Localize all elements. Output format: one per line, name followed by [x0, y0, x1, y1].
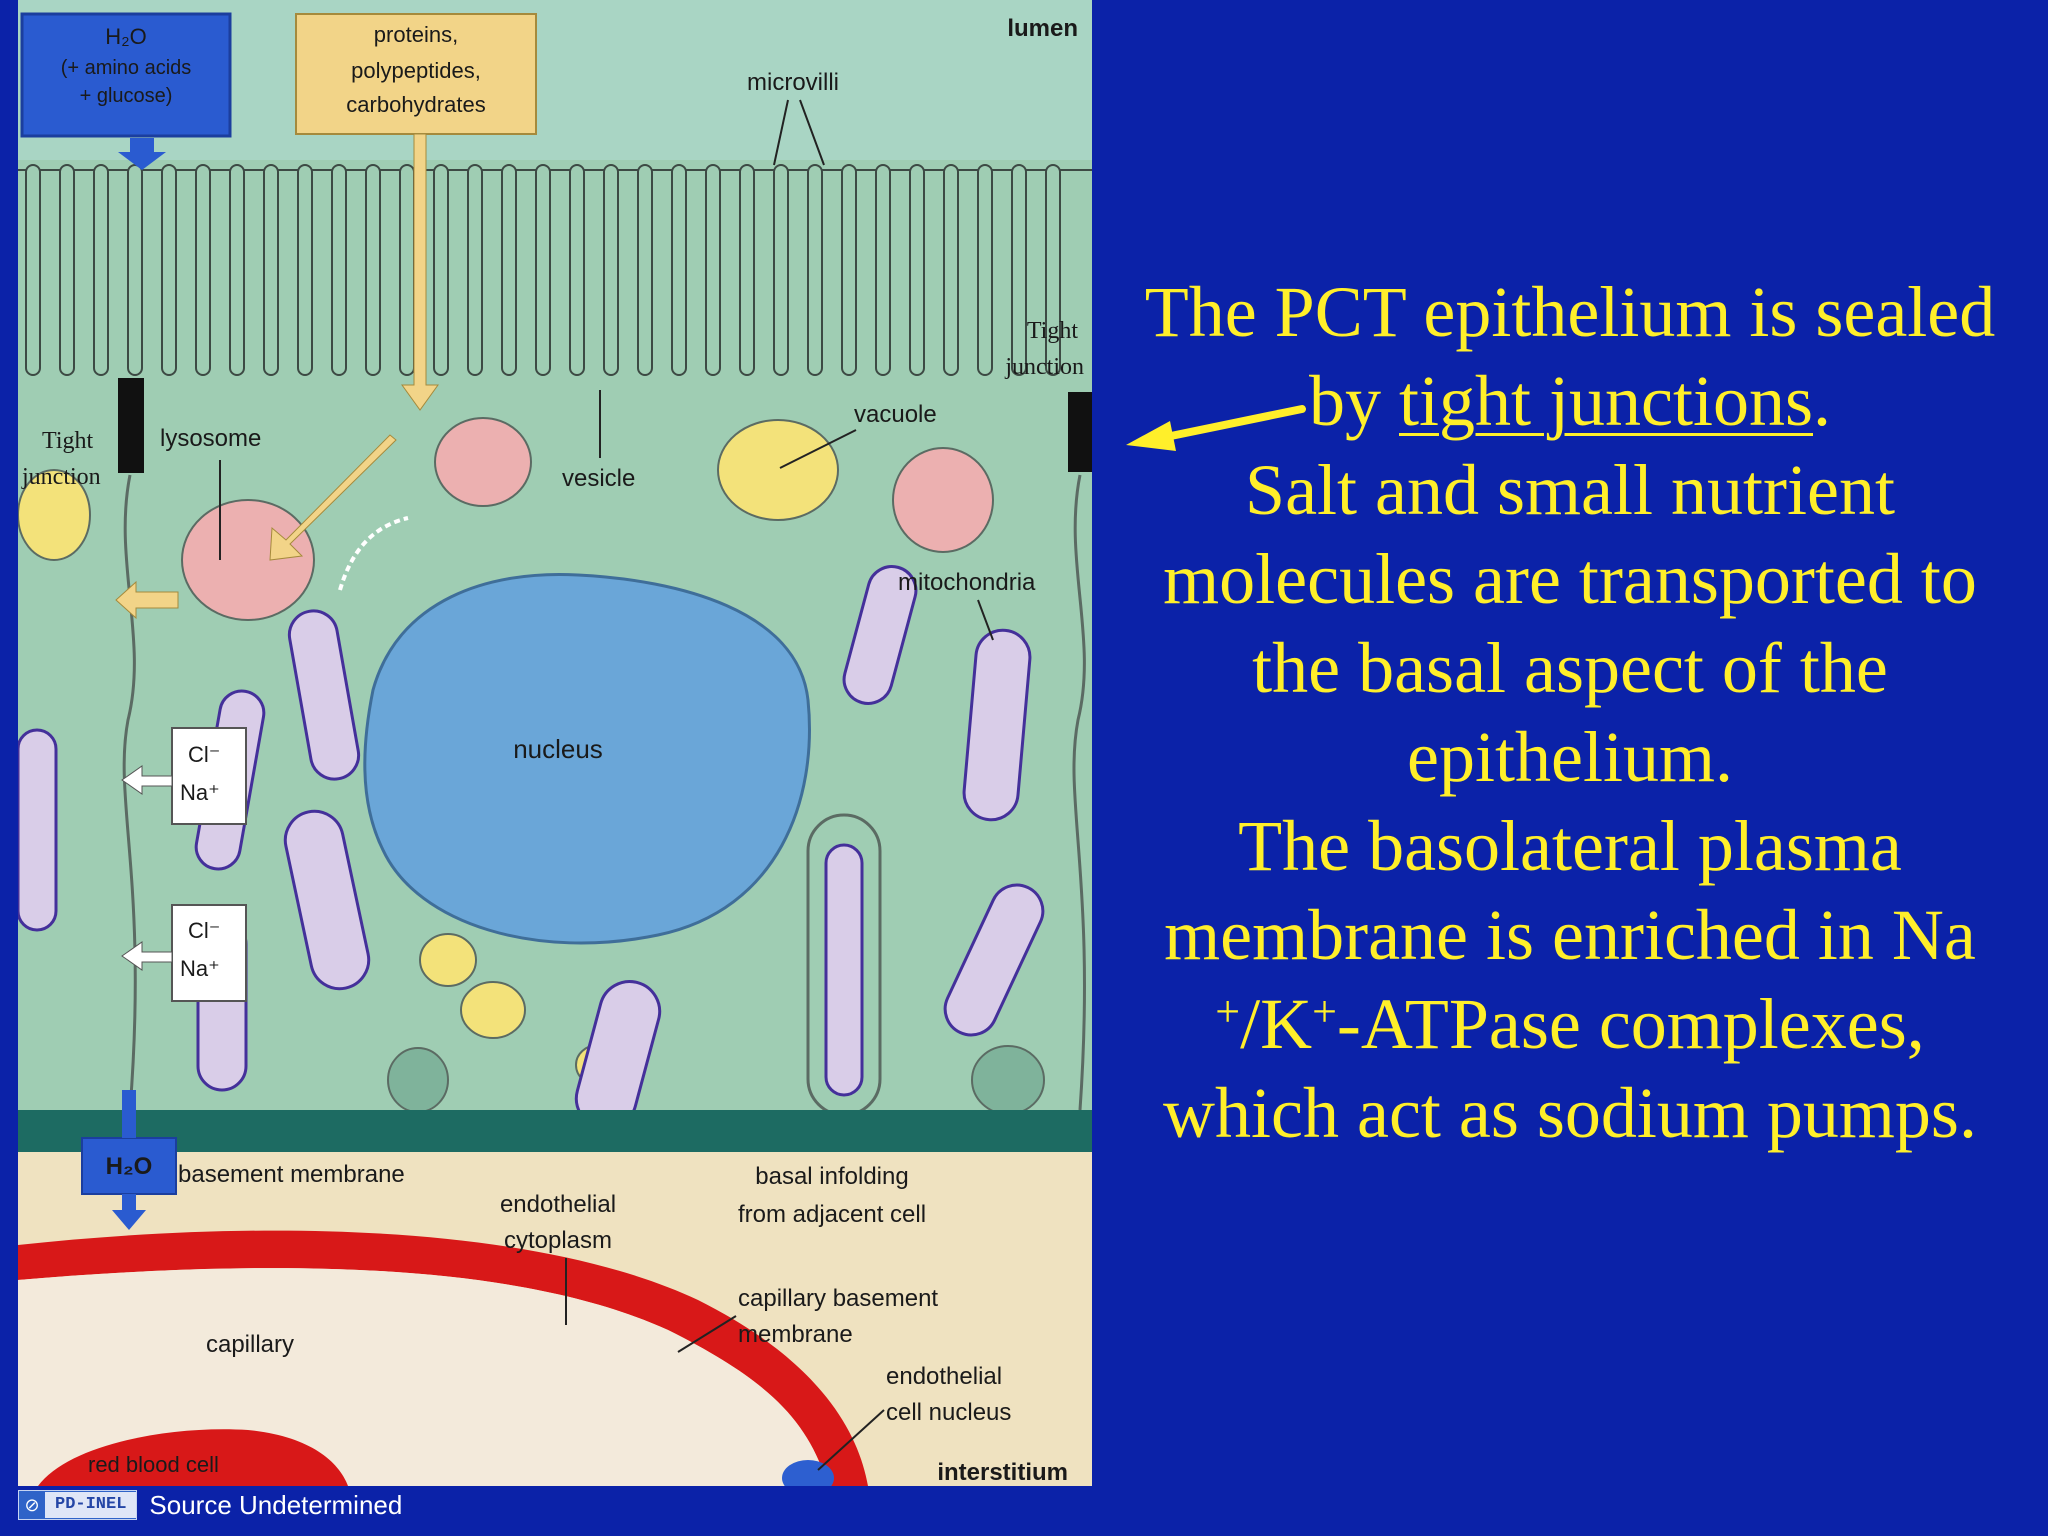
para3-line2: membrane is enriched in Na	[1164, 895, 1976, 975]
slide-text: The PCT epithelium is sealed by tight ju…	[1100, 268, 2040, 1158]
endocytosis-arrow	[269, 434, 397, 561]
para2-line3: the basal aspect of the	[1252, 628, 1888, 708]
para2-line1: Salt and small nutrient	[1245, 450, 1895, 530]
tight-junction-right-line1: Tight	[1027, 318, 1078, 344]
exocytosis-arrow	[115, 580, 179, 620]
proteins-box	[295, 13, 537, 135]
red-blood-cell-label: red blood cell	[88, 1452, 219, 1477]
ion-box-2	[171, 904, 247, 1002]
para2-line2: molecules are transported to	[1163, 539, 1977, 619]
para3-line3-rest: -ATPase complexes,	[1336, 984, 1925, 1064]
proteins-line1: proteins,	[374, 22, 458, 47]
microvilli-pointer	[773, 99, 825, 166]
h2o-top-arrow	[118, 138, 166, 170]
basement-membrane-band	[18, 1110, 1092, 1152]
vacuole-left	[18, 469, 91, 561]
capillary-label: capillary	[206, 1331, 294, 1358]
h2o-top-box	[20, 12, 232, 138]
basal-infolding-mitochondrion	[824, 843, 864, 1097]
mitochondria-pointer	[977, 599, 994, 641]
endothelial-cytoplasm-line2: cytoplasm	[504, 1227, 612, 1254]
endothelial-nucleus-line2: cell nucleus	[886, 1399, 1011, 1426]
paragraph-sodium-pumps: The basolateral plasma membrane is enric…	[1100, 802, 2040, 1158]
para3-line4: which act as sodium pumps.	[1163, 1073, 1977, 1153]
capillary-basement-line2: membrane	[738, 1321, 853, 1348]
tight-junction-left-line2: junction	[21, 464, 101, 490]
tight-junction-left-line1: Tight	[42, 428, 93, 454]
vesicle-dotted-2	[971, 1045, 1045, 1115]
tight-junction-right	[1068, 392, 1092, 472]
basal-infolding-line1: basal infolding	[755, 1163, 908, 1190]
vacuole-pointer	[779, 429, 857, 469]
para3-sup2: +	[1312, 987, 1337, 1036]
cc-icon: ⊘	[24, 1494, 40, 1515]
lysosome-3	[892, 447, 994, 553]
tight-junction-right-line2: junction	[1004, 354, 1084, 380]
license-badge[interactable]: ⊘ PD-INEL	[18, 1490, 138, 1520]
h2o-bottom-label: H₂O	[106, 1153, 153, 1180]
para3-sup1: +	[1215, 987, 1241, 1036]
lysosome	[181, 499, 315, 621]
h2o-bottom-arrow	[112, 1194, 146, 1230]
tight-junctions-link[interactable]: tight junctions	[1399, 361, 1813, 441]
ion-box-2-cl: Cl⁻	[188, 918, 220, 943]
para1-line1: The PCT epithelium is sealed	[1144, 272, 1996, 352]
paragraph-tight-junctions: The PCT epithelium is sealed by tight ju…	[1100, 268, 2040, 446]
capillary-basement-line1: capillary basement	[738, 1285, 938, 1312]
h2o-bottom-stem	[122, 1090, 136, 1138]
paragraph-salt-transport: Salt and small nutrient molecules are tr…	[1100, 446, 2040, 802]
vacuole-label: vacuole	[854, 401, 937, 428]
para1-line2-pre: by	[1309, 361, 1399, 441]
h2o-top-line2: (+ amino acids	[61, 57, 192, 79]
lysosome-2	[434, 417, 532, 507]
h2o-top-line3: + glucose)	[80, 85, 173, 107]
ion-arrow-2	[121, 941, 173, 971]
proteins-line2: polypeptides,	[351, 58, 481, 83]
pct-cell-diagram: H₂O (+ amino acids + glucose) proteins, …	[18, 0, 1092, 1486]
proteins-arrow	[401, 133, 439, 411]
endothelial-nucleus-pointer	[817, 1409, 885, 1471]
ion-box-1	[171, 727, 247, 825]
capillary-basement-pointer	[677, 1315, 737, 1353]
vesicle-dotted-1	[387, 1047, 449, 1113]
attribution-footer: ⊘ PD-INEL Source Undetermined	[18, 1488, 402, 1522]
para3-mid: /K	[1240, 984, 1313, 1064]
h2o-top-title: H₂O	[105, 24, 147, 49]
lysosome-label: lysosome	[160, 425, 261, 452]
vesicle-label: vesicle	[562, 465, 635, 492]
tight-junction-pointer-arrow	[1126, 405, 1306, 451]
mitochondria-group	[18, 565, 1045, 1130]
red-blood-cell	[38, 1429, 348, 1486]
vacuole	[717, 419, 839, 521]
para1-line2-post: .	[1813, 361, 1831, 441]
nucleus-label: nucleus	[513, 734, 603, 764]
lateral-membrane-right	[1072, 474, 1086, 1111]
para2-line4: epithelium.	[1407, 717, 1733, 797]
mitochondria-label: mitochondria	[898, 569, 1036, 596]
microvilli-brush-border	[18, 164, 1092, 376]
interstitium-label: interstitium	[937, 1459, 1068, 1486]
capillary-wall	[18, 1230, 868, 1486]
vesicle-path-arrow	[338, 516, 409, 591]
ion-arrow-1	[121, 765, 173, 795]
endothelial-nucleus-line1: endothelial	[886, 1363, 1002, 1390]
microvilli-label: microvilli	[747, 69, 839, 96]
lumen-label: lumen	[1007, 15, 1078, 42]
basement-membrane-label: basement membrane	[178, 1161, 405, 1188]
ion-box-2-na: Na⁺	[180, 956, 220, 981]
nucleus	[363, 572, 811, 945]
basal-infolding-line2: from adjacent cell	[738, 1201, 926, 1228]
source-text: Source Undetermined	[149, 1489, 403, 1520]
vesicle-yellow-2	[460, 981, 526, 1039]
lateral-membrane-left	[122, 474, 137, 1111]
ion-box-1-cl: Cl⁻	[188, 742, 220, 767]
ion-box-1-na: Na⁺	[180, 780, 220, 805]
vesicle-yellow-1	[419, 933, 477, 987]
endothelial-cytoplasm-line1: endothelial	[500, 1191, 616, 1218]
tight-junction-left	[118, 378, 144, 473]
para3-line1: The basolateral plasma	[1238, 806, 1902, 886]
license-badge-text: PD-INEL	[45, 1492, 137, 1518]
proteins-line3: carbohydrates	[346, 92, 485, 117]
